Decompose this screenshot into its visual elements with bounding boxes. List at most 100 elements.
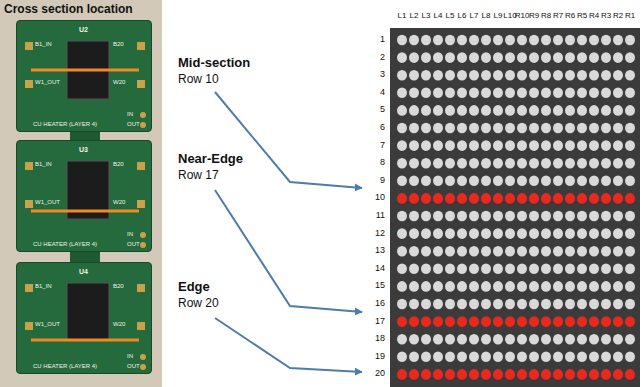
grid-dot: [625, 246, 635, 257]
grid-dot: [553, 35, 563, 46]
callout-title: Edge: [178, 280, 210, 294]
grid-dot: [577, 246, 587, 257]
board-label: OUT: [127, 121, 140, 128]
grid-dot: [565, 334, 575, 345]
grid-dot: [565, 35, 575, 46]
grid-dot: [613, 316, 623, 327]
grid-dot: [445, 158, 455, 169]
grid-dot: [565, 316, 575, 327]
row-number: 15: [375, 281, 385, 291]
grid-dot: [481, 52, 491, 63]
grid-dot: [457, 193, 467, 204]
grid-dot: [481, 70, 491, 81]
grid-dot: [397, 246, 407, 257]
callout-row: Row 20: [178, 297, 219, 310]
grid-dot: [601, 35, 611, 46]
grid-dot: [589, 193, 599, 204]
grid-dot: [553, 264, 563, 275]
grid-dot: [517, 246, 527, 257]
grid-dot: [541, 52, 551, 63]
grid-dot: [601, 158, 611, 169]
grid-dot: [577, 176, 587, 187]
grid-dot: [577, 369, 587, 380]
grid-dot: [445, 264, 455, 275]
grid-dot: [553, 176, 563, 187]
column-header: R7: [553, 12, 563, 21]
grid-dot: [421, 369, 431, 380]
grid-dot: [457, 158, 467, 169]
grid-dot: [433, 264, 443, 275]
pad: [140, 364, 146, 370]
grid-dot: [529, 264, 539, 275]
board-tab: [70, 252, 100, 262]
grid-dot: [589, 228, 599, 239]
grid-dot: [397, 334, 407, 345]
grid-dot: [529, 193, 539, 204]
row-number: 12: [375, 229, 385, 239]
grid-dot: [565, 369, 575, 380]
grid-dot: [433, 281, 443, 292]
grid-dot: [613, 352, 623, 363]
grid-dot: [493, 140, 503, 151]
grid-dot: [409, 228, 419, 239]
grid-dot: [397, 88, 407, 99]
grid-dot: [481, 228, 491, 239]
grid-dot: [445, 369, 455, 380]
board-label: IN: [127, 111, 133, 118]
pad: [25, 284, 33, 292]
grid-dot: [625, 193, 635, 204]
grid-dot: [577, 70, 587, 81]
grid-dot: [553, 246, 563, 257]
grid-dot: [613, 193, 623, 204]
grid-dot: [577, 211, 587, 222]
grid-dot: [625, 281, 635, 292]
pad: [25, 162, 33, 170]
board-label: W20: [113, 79, 125, 86]
grid-dot: [565, 211, 575, 222]
grid-dot: [421, 52, 431, 63]
grid-dot: [589, 105, 599, 116]
column-header: L5: [446, 12, 455, 21]
row-number: 18: [375, 334, 385, 344]
row-number: 16: [375, 299, 385, 309]
grid-dot: [433, 369, 443, 380]
grid-dot: [409, 264, 419, 275]
grid-dot: [505, 246, 515, 257]
column-header: L9: [494, 12, 503, 21]
grid-dot: [613, 246, 623, 257]
grid-dot: [433, 176, 443, 187]
heater-board: U4B1_INW1_OUTB20W20INOUTCU HEATER (LAYER…: [16, 262, 152, 374]
grid-dot: [505, 211, 515, 222]
grid-dot: [529, 228, 539, 239]
grid-dot: [601, 211, 611, 222]
grid-dot: [469, 140, 479, 151]
grid-dot: [493, 105, 503, 116]
pad: [25, 200, 33, 208]
grid-dot: [517, 70, 527, 81]
grid-dot: [529, 52, 539, 63]
grid-dot: [493, 264, 503, 275]
grid-dot: [553, 123, 563, 134]
board-label: W1_OUT: [35, 321, 60, 328]
grid-dot: [397, 105, 407, 116]
grid-dot: [565, 88, 575, 99]
grid-dot: [625, 334, 635, 345]
grid-dot: [601, 70, 611, 81]
grid-dot: [469, 88, 479, 99]
grid-dot: [613, 35, 623, 46]
row-number: 20: [375, 369, 385, 379]
grid-dot: [601, 193, 611, 204]
grid-dot: [409, 158, 419, 169]
grid-dot: [529, 334, 539, 345]
grid-dot: [409, 281, 419, 292]
grid-dot: [409, 211, 419, 222]
grid-dot: [553, 193, 563, 204]
grid-dot: [625, 140, 635, 151]
grid-dot: [529, 246, 539, 257]
column-header: R4: [589, 12, 599, 21]
grid-dot: [469, 193, 479, 204]
callout-row: Row 17: [178, 169, 219, 182]
grid-dot: [469, 158, 479, 169]
grid-dot: [505, 193, 515, 204]
grid-dot: [481, 334, 491, 345]
